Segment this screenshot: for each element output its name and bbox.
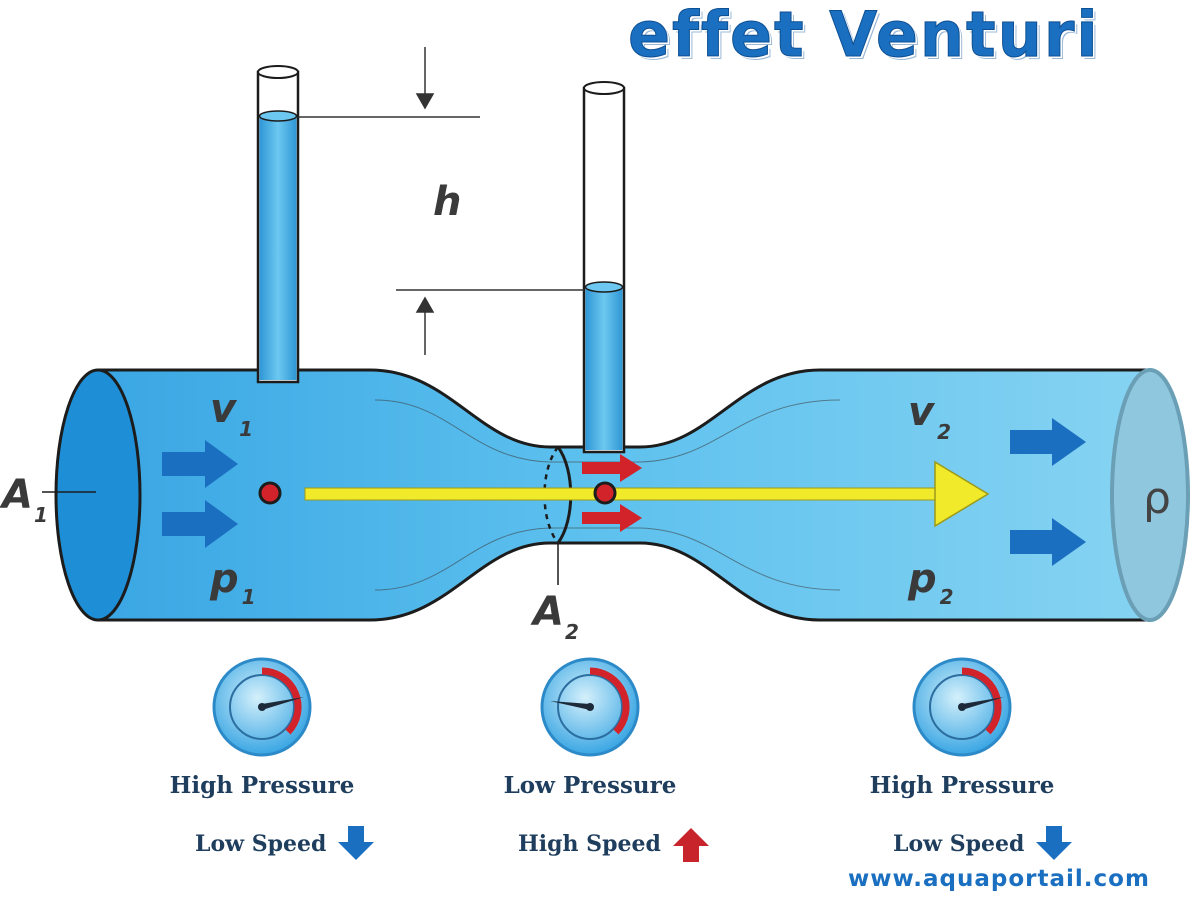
- gauge-3: [912, 657, 1012, 757]
- height-label: h: [433, 179, 461, 225]
- gauge-3-pressure: High Pressure: [869, 772, 1055, 799]
- height-dimension: [298, 47, 584, 355]
- inlet-flow-arrows: [162, 440, 238, 548]
- up-arrow-icon: [672, 828, 709, 862]
- gauge-3-speed-row: Low Speed: [893, 826, 1073, 862]
- gauge-2: [540, 657, 640, 757]
- outlet-flow-arrows: [1010, 418, 1086, 566]
- gauge-1-speed: Low Speed: [195, 831, 327, 857]
- gauge-1-pressure: High Pressure: [169, 772, 355, 799]
- flow-direction-arrow: [304, 460, 990, 528]
- measure-point-1: [258, 481, 282, 505]
- a1-label: A1: [0, 472, 48, 527]
- gauge-1-speed-row: Low Speed: [195, 826, 375, 862]
- density-label: ρ: [1143, 473, 1171, 524]
- left-manometer-tube: [256, 65, 300, 384]
- gauge-2-pressure: Low Pressure: [503, 772, 677, 799]
- throat-flow-arrows: [582, 454, 642, 532]
- middle-manometer-tube: [582, 81, 626, 454]
- gauge-2-speed-row: High Speed: [518, 826, 709, 862]
- inlet-opening: [54, 368, 142, 622]
- down-arrow-icon: [338, 826, 375, 860]
- down-arrow-icon: [1036, 826, 1073, 860]
- outlet-opening: [1110, 368, 1190, 622]
- gauge-1: [212, 657, 312, 757]
- website-watermark[interactable]: www.aquaportail.com: [848, 866, 1150, 892]
- gauge-2-speed: High Speed: [518, 831, 661, 857]
- page-title: effet Venturi: [628, 0, 1100, 72]
- streamlines: [374, 399, 841, 591]
- a2-label: A2: [530, 589, 579, 644]
- gauge-3-speed: Low Speed: [893, 831, 1025, 857]
- measure-point-2: [593, 481, 617, 505]
